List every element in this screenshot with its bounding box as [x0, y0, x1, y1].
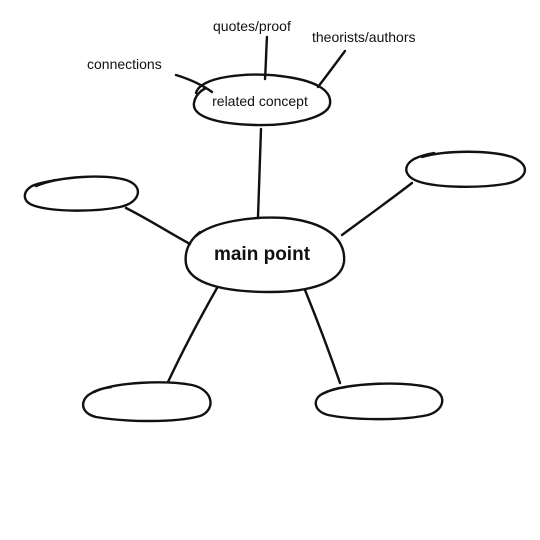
- main-point-node: [184, 216, 346, 294]
- empty-node-bottom-right: [314, 382, 444, 421]
- empty-node-top-left: [23, 175, 139, 212]
- connector-main-to-top-left: [124, 206, 192, 246]
- pointer-theorists-authors: [316, 49, 347, 89]
- connector-main-to-top-right: [340, 181, 414, 237]
- empty-node-top-right: [405, 150, 526, 188]
- related-concept-node: [192, 73, 332, 127]
- main-point-label: main point: [214, 244, 311, 265]
- connector-main-to-bottom-left: [166, 286, 219, 384]
- pointer-quotes-proof: [263, 35, 269, 81]
- related-concept-label: related concept: [212, 93, 308, 109]
- pointer-connections: [174, 73, 214, 94]
- empty-node-bottom-left: [82, 381, 212, 423]
- connector-main-to-related: [256, 127, 263, 219]
- annotation-theorists-authors: theorists/authors: [312, 29, 416, 45]
- annotation-quotes-proof: quotes/proof: [213, 18, 291, 34]
- connector-main-to-bottom-right: [303, 288, 342, 385]
- annotation-connections: connections: [87, 56, 162, 72]
